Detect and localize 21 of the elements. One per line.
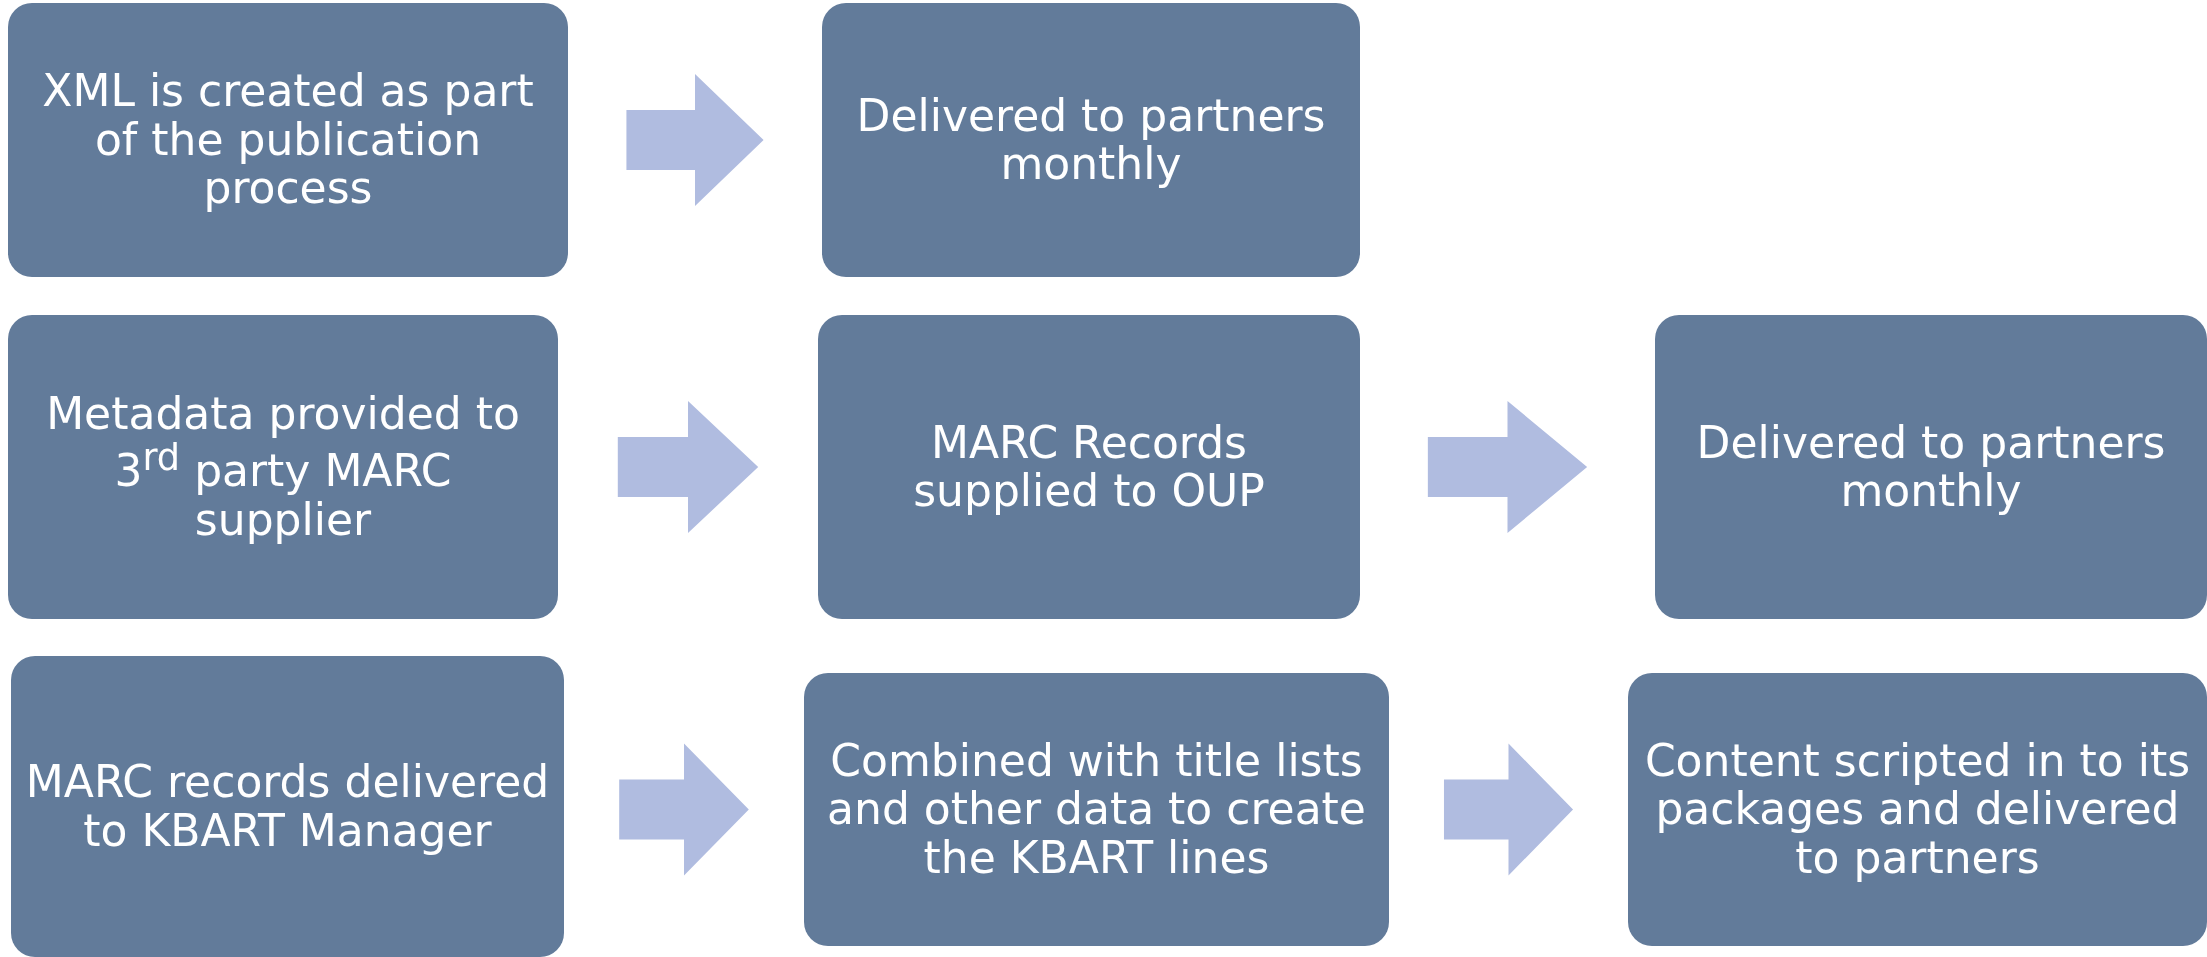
process-box bbox=[1628, 673, 2207, 946]
process-box bbox=[11, 656, 564, 957]
block-arrow bbox=[626, 74, 764, 206]
box-text: XML is created as part of the publication process bbox=[41, 67, 535, 213]
block-arrow bbox=[1427, 401, 1588, 533]
box-text: Content scripted in to its packages and delivered to partners bbox=[1643, 736, 2192, 883]
box-text: Delivered to partners monthly bbox=[1695, 418, 2167, 516]
block-arrow bbox=[619, 743, 749, 876]
block-arrow bbox=[617, 401, 759, 533]
box-text: Metadata provided to 3$^{rd}$ party MARC supplier bbox=[45, 390, 521, 544]
process-box bbox=[1655, 315, 2207, 619]
box-text: Delivered to partners monthly bbox=[855, 91, 1327, 189]
process-box bbox=[818, 315, 1360, 619]
process-box bbox=[8, 3, 568, 277]
process-box bbox=[804, 673, 1389, 946]
block-arrow bbox=[1443, 743, 1574, 876]
box-text: Combined with title lists and other data to create the KBART lines bbox=[826, 736, 1367, 883]
box-text: MARC Records supplied to OUP bbox=[912, 418, 1266, 516]
box-text: MARC records delivered to KBART Manager bbox=[25, 758, 550, 855]
process-box bbox=[8, 315, 558, 619]
process-box bbox=[822, 3, 1360, 277]
